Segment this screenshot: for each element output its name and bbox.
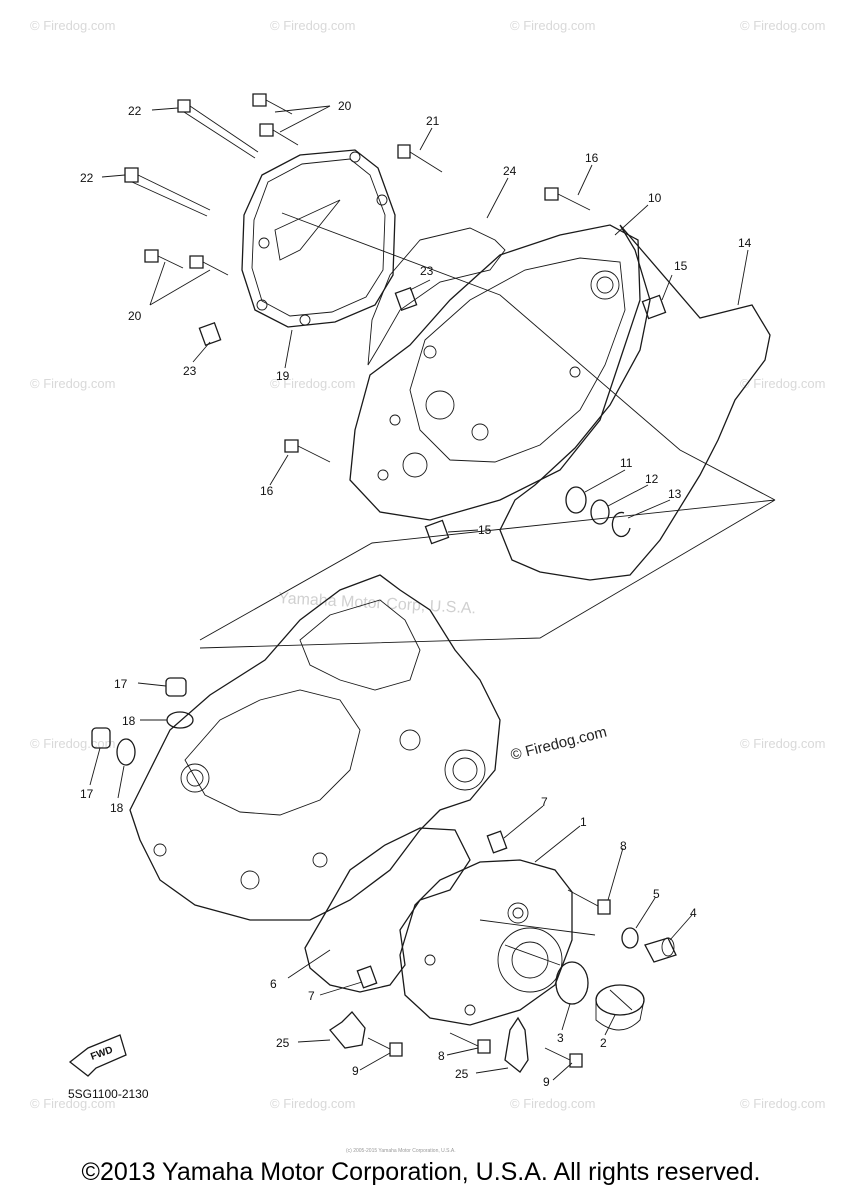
oil-seal-11 <box>565 486 587 514</box>
callout-25: 25 <box>276 1036 290 1050</box>
bolt-16 <box>284 187 591 463</box>
o-ring-3 <box>555 961 589 1005</box>
copyright-notice: ©2013 Yamaha Motor Corporation, U.S.A. A… <box>81 1158 761 1186</box>
callout-12: 12 <box>645 472 659 486</box>
bolt-21 <box>397 144 443 173</box>
callout-15: 15 <box>478 523 492 537</box>
callout-23: 23 <box>183 364 197 378</box>
o-ring-18 <box>166 711 194 729</box>
watermark: © Firedog.com <box>740 736 825 751</box>
o-ring-18 <box>116 738 136 766</box>
collar-17 <box>91 727 111 749</box>
callout-3: 3 <box>557 1031 564 1045</box>
callout-25: 25 <box>455 1067 469 1081</box>
callout-16: 16 <box>585 151 599 165</box>
watermark: © Firedog.com <box>270 1096 355 1111</box>
callout-24: 24 <box>503 164 517 178</box>
callout-2: 2 <box>600 1036 607 1050</box>
cover-group-outline <box>281 212 776 501</box>
callout-20: 20 <box>338 99 352 113</box>
gasket-6 <box>304 827 471 993</box>
gasket-14 <box>499 224 771 581</box>
callout-21: 21 <box>426 114 440 128</box>
watermark: © Firedog.com <box>270 376 355 391</box>
fine-print: (c) 2005-2015 Yamaha Motor Corporation, … <box>346 1148 456 1154</box>
bolt-9 <box>367 1037 583 1068</box>
fwd-arrow: FWD <box>68 1034 127 1077</box>
bolt-22 <box>124 167 211 217</box>
bolt-22 <box>177 99 259 159</box>
clutch-cover <box>241 149 396 328</box>
callout-7: 7 <box>541 795 548 809</box>
dowel-23 <box>198 321 222 347</box>
bolt-8 <box>449 889 611 1054</box>
callout-1: 1 <box>580 815 587 829</box>
clamp-25 <box>504 1016 529 1073</box>
watermark: © Firedog.com <box>510 1096 595 1111</box>
group-outlines <box>199 212 776 966</box>
callout-9: 9 <box>543 1075 550 1089</box>
dowel-23 <box>394 286 418 312</box>
dowel-7 <box>486 830 508 854</box>
callout-13: 13 <box>668 487 682 501</box>
callout-4: 4 <box>690 906 697 920</box>
leader-lines <box>89 105 749 1081</box>
watermark: © Firedog.com <box>30 1096 115 1111</box>
watermark: © Firedog.com <box>30 376 115 391</box>
dowel-15 <box>424 519 450 545</box>
plug-4 <box>644 937 677 963</box>
plug-2 <box>595 984 645 1031</box>
callout-20: 20 <box>128 309 142 323</box>
callout-14: 14 <box>738 236 752 250</box>
crankcase <box>129 574 501 921</box>
clamp-25 <box>329 1011 366 1049</box>
collar-17 <box>165 677 187 697</box>
callout-18: 18 <box>122 714 136 728</box>
crankcase-cover-left <box>399 859 573 1026</box>
fwd-label: FWD <box>89 1045 114 1063</box>
callout-labels: 22 22 20 20 21 16 24 10 14 15 23 23 19 1… <box>80 99 752 1089</box>
callout-17: 17 <box>80 787 94 801</box>
callout-18: 18 <box>110 801 124 815</box>
watermark: © Firedog.com <box>30 18 115 33</box>
callout-6: 6 <box>270 977 277 991</box>
callout-23: 23 <box>420 264 434 278</box>
watermark-layer: © Firedog.com © Firedog.com © Firedog.co… <box>30 18 825 1111</box>
o-ring-5 <box>621 927 639 949</box>
callout-15: 15 <box>674 259 688 273</box>
watermark: © Firedog.com <box>740 1096 825 1111</box>
callout-17: 17 <box>114 677 128 691</box>
watermark: © Firedog.com <box>30 736 115 751</box>
callout-11: 11 <box>620 456 633 470</box>
watermark: © Firedog.com <box>270 18 355 33</box>
watermark: © Firedog.com <box>740 18 825 33</box>
washer-12 <box>590 499 610 525</box>
callout-19: 19 <box>276 369 290 383</box>
callout-9: 9 <box>352 1064 359 1078</box>
crankcase-cover-right <box>349 224 641 521</box>
callout-8: 8 <box>620 839 627 853</box>
diagram-code: 5SG1100-2130 <box>68 1087 149 1101</box>
plug-group-line <box>479 919 596 936</box>
dowel-7 <box>356 965 378 989</box>
circlip-13 <box>611 511 631 538</box>
bolt-20 <box>144 93 299 276</box>
callout-5: 5 <box>653 887 660 901</box>
plug-group-line <box>504 944 561 966</box>
callout-7: 7 <box>308 989 315 1003</box>
watermark: © Firedog.com <box>740 376 825 391</box>
callout-8: 8 <box>438 1049 445 1063</box>
callout-16: 16 <box>260 484 274 498</box>
watermark: © Firedog.com <box>510 18 595 33</box>
dowel-15 <box>641 294 667 320</box>
callout-22: 22 <box>80 171 94 185</box>
callout-22: 22 <box>128 104 142 118</box>
watermark-firedog: © Firedog.com <box>509 724 609 764</box>
callout-10: 10 <box>648 191 662 205</box>
watermark-center: Yamaha Motor Corp, U.S.A. <box>278 590 477 617</box>
gasket-24 <box>367 227 506 366</box>
